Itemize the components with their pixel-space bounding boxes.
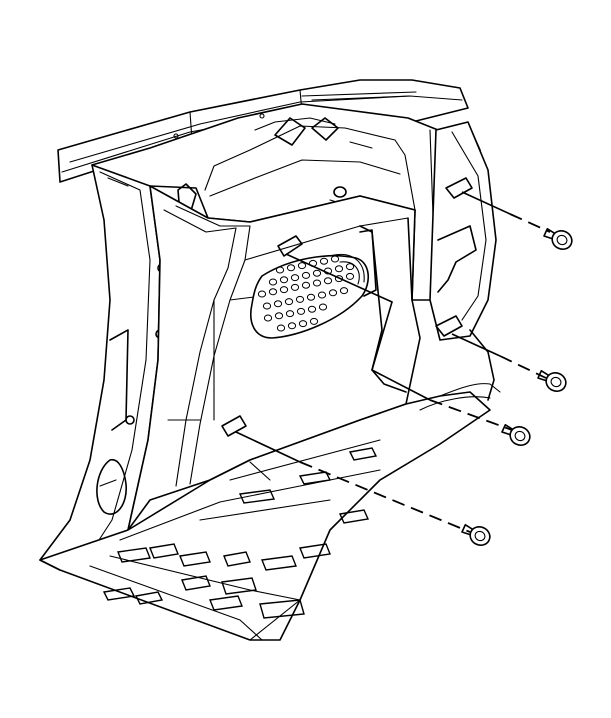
push-pin-retainer-icon	[461, 523, 491, 546]
push-pin-retainer-icon	[537, 369, 567, 392]
fastener-4	[461, 523, 491, 546]
push-pin-retainer-icon	[543, 227, 573, 250]
grille-hole	[268, 278, 278, 286]
grille-hole	[296, 307, 306, 315]
floor-cutout	[102, 587, 136, 601]
grille-hole	[312, 269, 322, 277]
grille-hole	[309, 317, 319, 325]
grille-hole	[297, 262, 307, 270]
leader-line-fastener-3	[285, 253, 431, 401]
grille-hole	[279, 286, 289, 294]
grille-hole	[287, 322, 297, 330]
floor-cutout	[348, 447, 378, 461]
floor-cutout	[223, 551, 251, 567]
grille-hole	[286, 264, 296, 272]
floor-cutout	[259, 599, 305, 619]
grille-hole	[330, 255, 340, 263]
floor-cutout	[338, 509, 370, 524]
fastener-1	[543, 227, 573, 250]
push-pin-retainer-icon	[501, 423, 531, 446]
fasteners	[461, 227, 573, 546]
grille-hole	[284, 298, 294, 306]
leader-dash-fastener-3	[429, 399, 513, 431]
floor-cutout	[181, 575, 211, 591]
grille-hole	[345, 263, 355, 271]
grille-hole	[273, 300, 283, 308]
leader-dash-fastener-2	[499, 355, 547, 379]
grille-hole	[301, 271, 311, 279]
leader-line-fastener-2	[451, 333, 501, 357]
grille-hole	[334, 265, 344, 273]
grille-hole	[312, 279, 322, 287]
grille-hole	[323, 277, 333, 285]
grille-hole	[317, 291, 327, 299]
grille-hole	[274, 312, 284, 320]
grille-hole	[268, 288, 278, 296]
grille-hole	[295, 295, 305, 303]
grille-hole	[339, 287, 349, 295]
rear-body-panel	[429, 121, 497, 401]
fastener-3	[501, 423, 531, 446]
floor-cutout	[299, 543, 331, 559]
speaker-grille	[250, 254, 369, 339]
grille-hole	[263, 314, 273, 322]
fastener-2	[537, 369, 567, 392]
leader-line-fastener-4	[235, 431, 301, 463]
grille-hole	[279, 276, 289, 284]
floor-cutout	[179, 551, 211, 567]
grille-hole	[290, 274, 300, 282]
floor-cutout	[149, 543, 179, 559]
grille-hole	[290, 283, 300, 291]
grille-hole	[319, 257, 329, 265]
grille-hole	[306, 293, 316, 301]
leader-line-fastener-1	[461, 191, 511, 215]
floor-cutout	[221, 577, 257, 595]
grille-hole	[298, 320, 308, 328]
floor-cutout	[209, 595, 243, 611]
floor-cutout	[134, 591, 164, 605]
grille-hole	[334, 275, 344, 283]
grille-hole	[285, 310, 295, 318]
leader-dash-fastener-4	[299, 461, 471, 533]
grille-hole	[275, 266, 285, 274]
floor-cutout	[261, 555, 297, 571]
floor-cutout	[298, 471, 332, 485]
fastener-leaders	[235, 191, 551, 533]
floor-cutout	[117, 547, 151, 563]
grille-hole	[318, 303, 328, 311]
floor-cutout	[238, 489, 276, 504]
grille-hole	[276, 324, 286, 332]
grille-hole	[301, 281, 311, 289]
grille-hole	[262, 302, 272, 310]
retainer-slots	[221, 177, 473, 437]
grille-hole	[345, 272, 355, 280]
grille-hole	[257, 290, 267, 298]
cargo-floor	[39, 383, 501, 641]
grille-hole	[307, 305, 317, 313]
leader-dash-fastener-1	[509, 213, 551, 233]
grille-hole	[328, 289, 338, 297]
